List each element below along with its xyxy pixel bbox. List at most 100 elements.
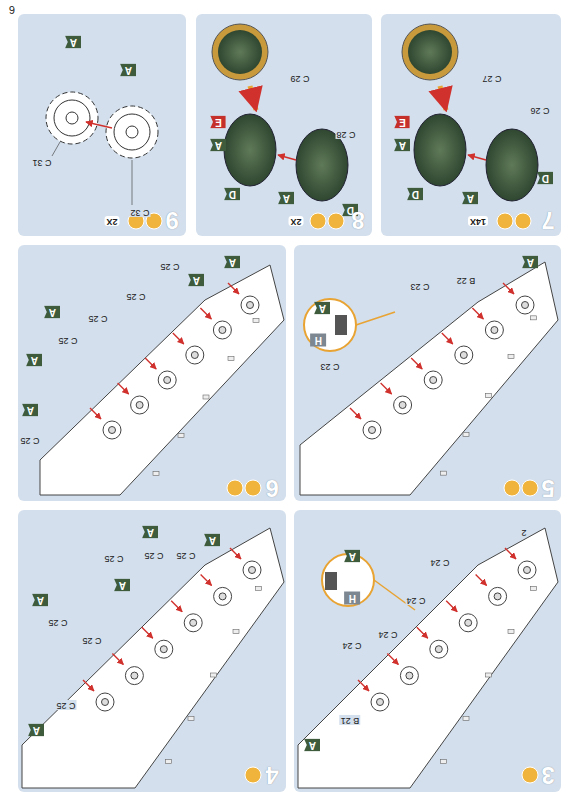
step-panel — [196, 14, 372, 236]
axle-hole — [465, 619, 472, 626]
axle-hole — [190, 619, 197, 626]
tool-icon — [515, 213, 531, 229]
wheel-detail — [408, 30, 452, 74]
tool-icon — [227, 480, 243, 496]
step-panel — [294, 245, 561, 501]
sprocket-hub — [114, 114, 150, 150]
step-panel — [381, 14, 561, 236]
pointer-arrow — [250, 86, 256, 110]
hull-detail — [508, 355, 514, 359]
part-number: C 25 — [87, 313, 108, 323]
tool-icon — [310, 213, 326, 229]
assembly-arrow — [83, 680, 94, 691]
sprocket-ring — [106, 106, 158, 158]
page-number: 6 — [9, 4, 15, 16]
axle-mount — [186, 346, 204, 364]
sprocket-center — [126, 126, 138, 138]
part-number: C 25 — [125, 291, 146, 301]
magnifier — [304, 299, 356, 351]
axle-hole — [494, 593, 501, 600]
part-number: B 21 — [340, 715, 361, 725]
assembly-arrow — [278, 155, 296, 160]
axle-hole — [109, 427, 116, 434]
axle-mount — [424, 371, 442, 389]
part-number: C 23 — [319, 361, 340, 371]
assembly-arrow — [446, 601, 457, 612]
axle-mount — [518, 561, 536, 579]
part-number: C 25 — [57, 335, 78, 345]
axle-mount — [400, 667, 418, 685]
hull-detail — [486, 394, 492, 398]
wheel-detail — [218, 30, 262, 74]
axle-mount — [155, 640, 173, 658]
part-number: C 32 — [129, 207, 150, 217]
axle-mount — [158, 371, 176, 389]
step-panel — [18, 14, 186, 236]
hull-detail — [531, 316, 537, 320]
step-number: 8 — [351, 207, 364, 233]
axle-hole — [160, 646, 167, 653]
part-number: C 25 — [81, 635, 102, 645]
assembly-arrow — [200, 308, 211, 319]
pointer-arrow — [440, 86, 446, 110]
assembly-arrow — [411, 358, 422, 369]
sprocket-parts — [46, 92, 158, 205]
hull-detail — [153, 472, 159, 476]
suspension-part — [335, 315, 347, 335]
assembly-arrow — [201, 574, 212, 585]
sprocket-hub — [54, 100, 90, 136]
step-panel — [18, 245, 286, 501]
part-number: C 25 — [55, 700, 76, 710]
axle-mount — [184, 614, 202, 632]
hull-detail — [531, 586, 537, 590]
magnifier — [212, 24, 268, 80]
leader-line — [52, 142, 60, 156]
sprocket-center — [66, 112, 78, 124]
assembly-arrow — [112, 654, 123, 665]
assembly-arrow — [442, 333, 453, 344]
axle-mount — [131, 396, 149, 414]
assembly-arrow — [86, 122, 112, 128]
assembly-arrow — [228, 283, 239, 294]
part-number: C 25 — [47, 617, 68, 627]
axle-mount — [430, 640, 448, 658]
part-number: C 24 — [429, 557, 450, 567]
part-number: B 22 — [456, 275, 477, 285]
leader-line — [356, 312, 395, 325]
quantity: 2X — [104, 216, 119, 226]
hull-detail — [508, 630, 514, 634]
hull-detail — [463, 432, 469, 436]
axle-hole — [102, 699, 109, 706]
part-number: C 31 — [31, 157, 52, 167]
assembly-arrow — [118, 383, 129, 394]
hull-detail — [166, 760, 172, 764]
hull-detail — [441, 471, 447, 475]
axle-hole — [164, 377, 171, 384]
hull-detail — [256, 586, 262, 590]
step-number: 6 — [265, 475, 278, 501]
axle-mount — [213, 321, 231, 339]
wheel — [414, 114, 466, 186]
assembly-arrow — [230, 548, 241, 559]
axle-mount — [241, 296, 259, 314]
wheel — [224, 114, 276, 186]
axle-mount — [516, 296, 534, 314]
axle-mount — [363, 421, 381, 439]
assembly-arrow — [145, 358, 156, 369]
axle-mount — [459, 614, 477, 632]
axle-hole — [249, 567, 256, 574]
road-wheels — [212, 24, 538, 201]
sprue-tag: H — [344, 592, 360, 605]
axle-hole — [522, 302, 529, 309]
part-number: C 29 — [289, 73, 310, 83]
axle-mount — [243, 561, 261, 579]
part-number: C 28 — [335, 129, 356, 139]
magnifier — [402, 24, 458, 80]
step-panels — [18, 14, 561, 792]
quantity: 2X — [288, 216, 303, 226]
axle-mount — [394, 396, 412, 414]
tool-icon — [497, 213, 513, 229]
assembly-arrow — [358, 680, 369, 691]
